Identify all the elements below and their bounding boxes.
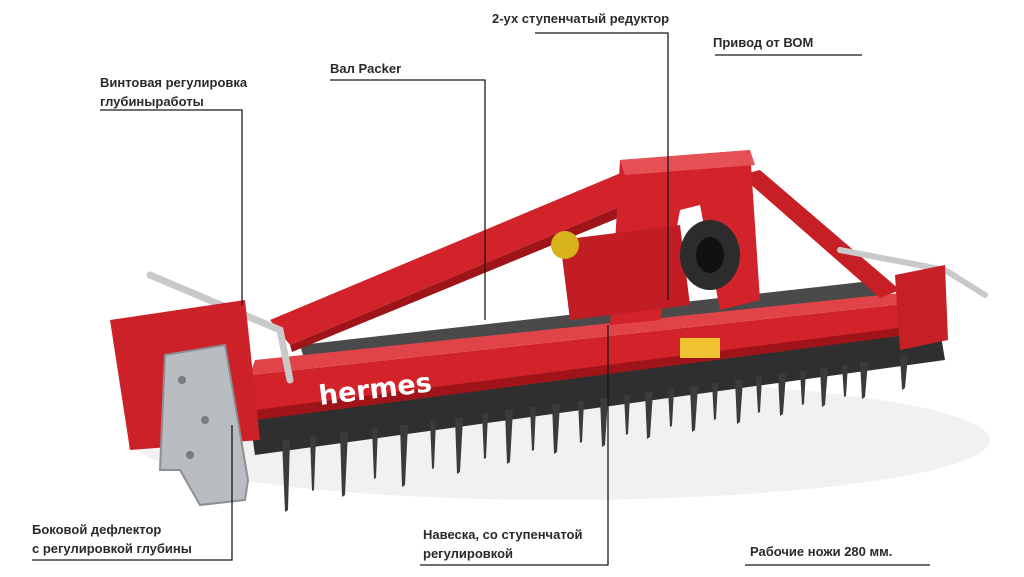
label-gearbox: 2-ух ступенчатый редуктор bbox=[492, 11, 670, 26]
right-end-frame bbox=[895, 265, 948, 350]
leader-lines bbox=[32, 32, 930, 566]
pto-shaft-inner bbox=[696, 237, 724, 273]
label-side-deflector: Боковой дефлектор с регулировкой глубины bbox=[32, 520, 192, 558]
top-link-beam bbox=[270, 165, 660, 345]
pto-yellow-cap bbox=[551, 231, 579, 259]
warning-sticker bbox=[680, 338, 720, 358]
label-hitch-line-1: Навеска, со ступенчатой bbox=[423, 527, 583, 542]
leader-deflector bbox=[32, 425, 233, 561]
label-side-deflector-line-1: Боковой дефлектор bbox=[32, 522, 162, 537]
hitch-tower-top bbox=[620, 150, 755, 175]
main-beam-shade bbox=[255, 322, 945, 420]
deflector-bolt-3 bbox=[186, 451, 194, 459]
leader-depth-screw bbox=[100, 109, 243, 305]
tines bbox=[282, 356, 908, 512]
side-deflector-plate bbox=[158, 343, 250, 507]
deflector-bolt-2 bbox=[201, 416, 209, 424]
label-screw-depth-line-1: Винтовая регулировка bbox=[100, 75, 248, 90]
right-strut bbox=[740, 170, 900, 298]
left-screw-handle bbox=[146, 271, 294, 384]
label-hitch-line-2: регулировкой bbox=[423, 546, 514, 561]
main-beam-top bbox=[250, 290, 940, 375]
label-screw-depth-line-2: глубиныработы bbox=[100, 94, 204, 109]
label-working-tines: Рабочие ножи 280 мм. bbox=[750, 544, 893, 559]
label-packer-roller: Вал Packer bbox=[330, 61, 402, 76]
label-side-deflector-line-2: с регулировкой глубины bbox=[32, 541, 192, 556]
rotor-housing bbox=[250, 330, 945, 455]
top-link-beam-shade bbox=[290, 190, 662, 352]
deflector-bolt-1 bbox=[178, 376, 186, 384]
leader-gearbox bbox=[535, 32, 669, 300]
label-screw-depth-adjust: Винтовая регулировка глубиныработы bbox=[100, 73, 247, 111]
leader-packer bbox=[330, 79, 486, 320]
leader-hitch bbox=[420, 325, 609, 566]
label-pto-drive: Привод от ВОМ bbox=[713, 35, 814, 50]
gearbox bbox=[560, 225, 690, 320]
label-hitch: Навеска, со ступенчатой регулировкой bbox=[423, 525, 582, 563]
